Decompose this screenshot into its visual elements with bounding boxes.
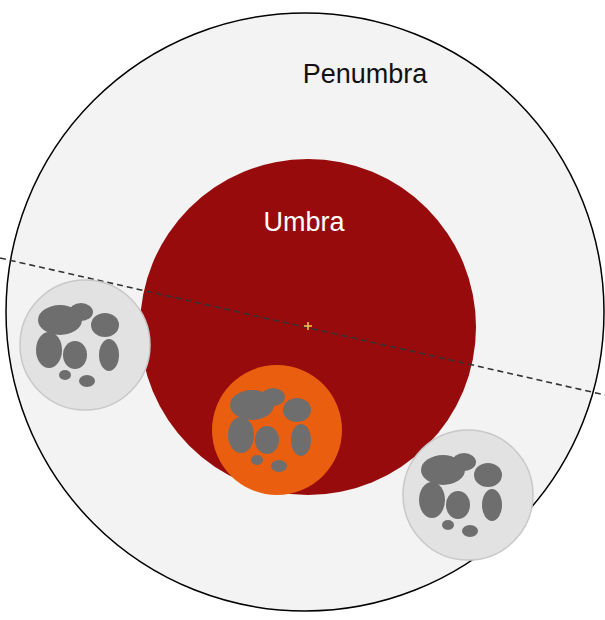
penumbra-region: PenumbraUmbra	[5, 12, 605, 612]
moon-after	[403, 430, 533, 560]
moon-before	[20, 280, 150, 410]
region-label: Penumbra	[303, 59, 428, 90]
moon-eclipsed	[212, 365, 342, 495]
region-label: Umbra	[263, 207, 344, 238]
penumbra-disc	[6, 13, 604, 611]
umbra-disc	[140, 159, 476, 495]
center-mark	[304, 322, 312, 330]
umbra-region: Umbra	[135, 147, 471, 483]
